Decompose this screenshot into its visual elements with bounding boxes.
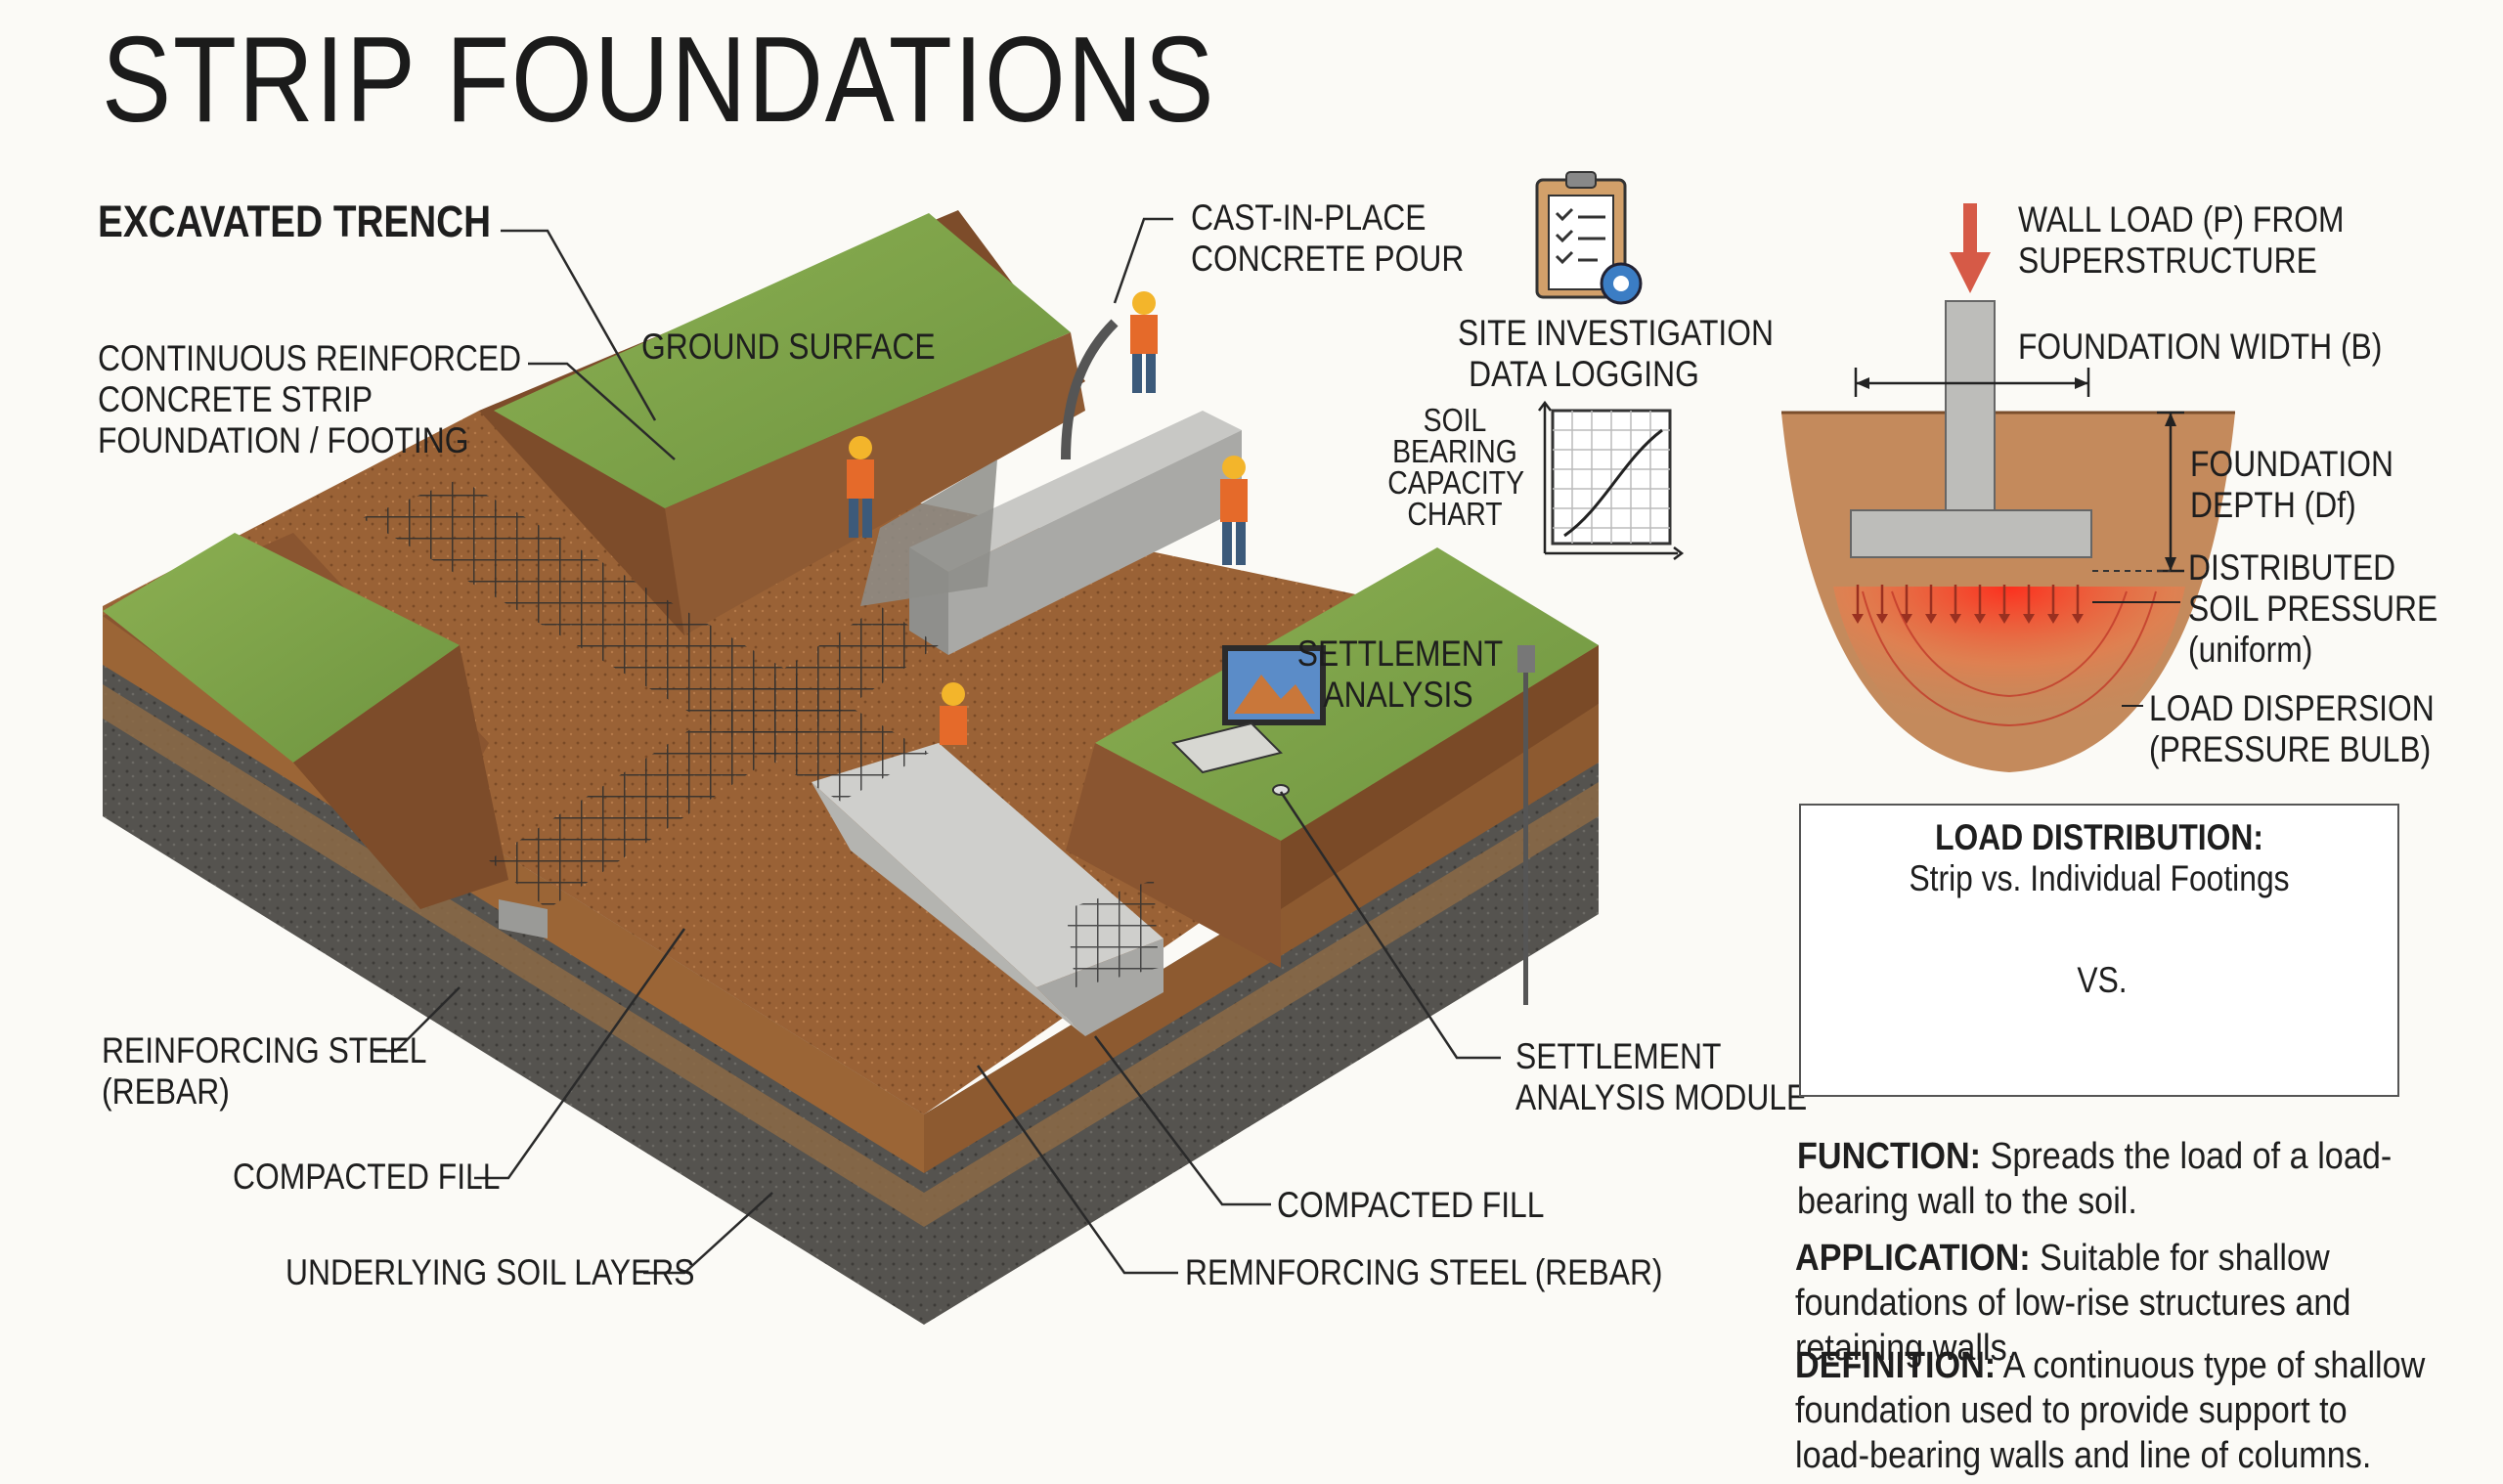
label-continuous-footing: CONTINUOUS REINFORCED CONCRETE STRIP FOU… [98, 338, 522, 460]
back-berm [479, 210, 1085, 635]
label-distributed-pressure: DISTRIBUTED SOIL PRESSURE (uniform) [2188, 547, 2438, 670]
label-reinforcing-steel-left: REINFORCING STEEL (REBAR) [102, 1030, 427, 1112]
comparison-heading: LOAD DISTRIBUTION: [1935, 817, 2263, 857]
label-wall-load: WALL LOAD (P) FROM SUPERSTRUCTURE [2018, 199, 2345, 281]
label-ground-surface: GROUND SURFACE [641, 327, 936, 367]
comparison-subheading: Strip vs. Individual Footings [1909, 858, 2290, 898]
load-distribution-box [1799, 804, 2399, 1097]
label-load-dispersion: LOAD DISPERSION (PRESSURE BULB) [2149, 688, 2435, 769]
label-settlement-analysis: SETTLEMENT ANALYSIS [1296, 633, 1504, 715]
label-foundation-width: FOUNDATION WIDTH (B) [2018, 327, 2383, 367]
label-site-investigation: SITE INVESTIGATION DATA LOGGING [1458, 313, 1774, 394]
worker-1 [847, 436, 874, 538]
page-title: STRIP FOUNDATIONS [102, 13, 1216, 148]
worker-2 [1130, 291, 1158, 393]
cross-section [1781, 203, 2235, 772]
soil-layer-mid-left [103, 684, 924, 1227]
label-cast-in-place: CAST-IN-PLACE CONCRETE POUR [1191, 197, 1465, 279]
concrete-footing-back [860, 411, 1242, 655]
rebar-cage [362, 479, 1159, 987]
workers [847, 291, 1248, 745]
label-underlying-soil: UNDERLYING SOIL LAYERS [285, 1252, 695, 1292]
soil-layer-mid-right [924, 782, 1599, 1227]
label-reinforcing-steel-right: REMNFORCING STEEL (REBAR) [1185, 1252, 1663, 1292]
left-berm [103, 533, 508, 909]
bearing-capacity-chart-icon [1538, 400, 1685, 560]
worker-3 [1220, 456, 1248, 565]
worker-4 [940, 682, 967, 745]
label-compacted-fill-left: COMPACTED FILL [233, 1157, 501, 1197]
label-compacted-fill-right: COMPACTED FILL [1277, 1185, 1545, 1225]
load-arrow [1963, 203, 1977, 254]
description-application: APPLICATION: Suitable for shallow founda… [1795, 1238, 2351, 1369]
comparison-vs: VS. [2077, 960, 2128, 1000]
label-excavated-trench: EXCAVATED TRENCH [98, 196, 492, 246]
description-function: FUNCTION: Spreads the load of a load-bea… [1797, 1136, 2393, 1222]
label-foundation-depth: FOUNDATION DEPTH (Df) [2190, 444, 2393, 525]
label-soil-bearing-chart: SOIL BEARING CAPACITY CHART [1387, 402, 1525, 532]
computer-icon [1171, 645, 1535, 1005]
description-definition: DEFINITION: A continuous type of shallow… [1795, 1345, 2426, 1476]
pressure-arrows [1856, 585, 2080, 616]
clipboard-icon [1535, 171, 1643, 305]
label-settlement-module: SETTLEMENT ANALYSIS MODULE [1515, 1036, 1808, 1117]
leader-lines [374, 217, 1501, 1275]
